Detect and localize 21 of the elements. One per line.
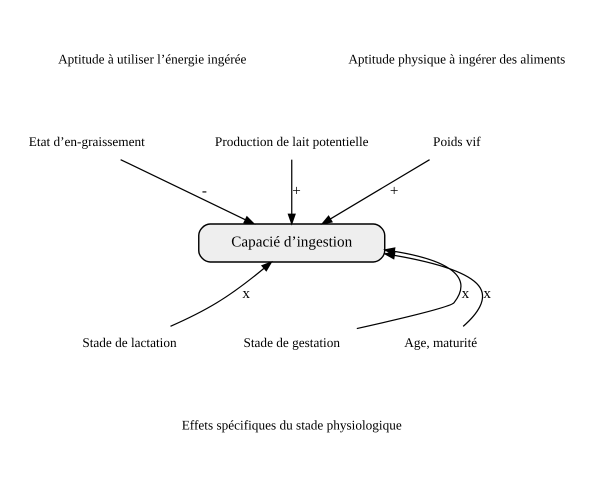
arrow xyxy=(383,251,484,327)
arrow xyxy=(170,260,273,327)
edge-label: + xyxy=(390,182,399,200)
node-text: Stade de lactation xyxy=(82,335,177,350)
node-text: Etat d’en-graissement xyxy=(28,134,145,149)
label: Effets spécifiques du stade physiologique xyxy=(182,418,402,433)
arrow xyxy=(120,159,256,225)
edge-label: - xyxy=(202,182,207,200)
node-text: Stade de gestation xyxy=(243,335,340,350)
arrow xyxy=(288,160,296,226)
arrow xyxy=(320,159,430,225)
label: Aptitude à utiliser l’énergie ingérée xyxy=(58,51,246,66)
node-text: Production de lait potentielle xyxy=(214,134,369,149)
node-box: Capacié d’ingestion xyxy=(198,223,386,263)
edge-label: x xyxy=(242,284,250,302)
edge-label: x xyxy=(483,284,492,302)
edge-label: + xyxy=(292,182,301,200)
label: Aptitude physique à ingérer des aliments xyxy=(348,51,566,66)
node-text: Age, maturité xyxy=(404,335,478,350)
edge-label: x xyxy=(462,284,470,302)
node-text: Poids vif xyxy=(433,134,481,149)
